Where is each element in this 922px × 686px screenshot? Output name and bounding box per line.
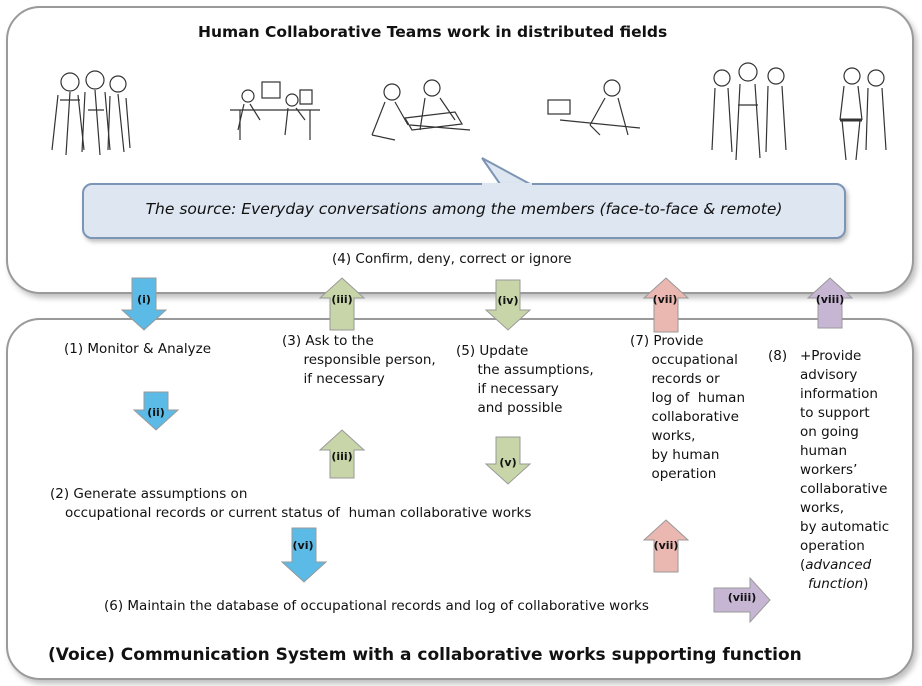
people-sketch-phone-icon — [547, 79, 641, 136]
arrow-label-vii-bottom: (vii) — [653, 539, 679, 552]
step-8-line: collaborative — [800, 481, 888, 497]
people-sketch-group-1-icon — [51, 70, 131, 156]
step-8-line: human — [800, 443, 848, 459]
people-sketch-meeting-icon — [371, 79, 471, 141]
footer-title: (Voice) Communication System with a coll… — [48, 645, 802, 665]
step-6-text: (6) Maintain the database of occupationa… — [104, 598, 649, 614]
people-illustrations — [51, 62, 887, 161]
arrow-label-v: (v) — [499, 456, 517, 469]
arrow-label-vii-top: (vii) — [652, 293, 678, 306]
arrow-label-viii-top: (viii) — [815, 293, 845, 306]
step-5-text: (5) Update the assumptions, if necessary… — [456, 343, 594, 416]
step-7-text: (7) Provide occupational records or log … — [630, 333, 746, 482]
arrow-label-i: (i) — [137, 293, 151, 306]
top-panel — [6, 6, 914, 294]
arrow-vii-bottom — [642, 519, 690, 573]
step-8-function: function) — [808, 576, 869, 592]
step-8-line: workers’ — [800, 462, 858, 478]
arrow-iii-top — [318, 277, 366, 331]
step-8-line: operation — [800, 538, 865, 554]
arrow-ii — [132, 391, 180, 431]
arrow-iii-bottom — [318, 429, 366, 479]
arrow-vi — [280, 527, 328, 583]
arrow-label-iii-top: (iii) — [331, 293, 353, 306]
arrow-vii-top — [642, 277, 690, 333]
people-sketch-pair-icon — [839, 67, 887, 161]
speech-tail-cover — [482, 183, 532, 187]
arrow-label-iv: (iv) — [497, 294, 519, 307]
header-title: Human Collaborative Teams work in distri… — [198, 23, 668, 41]
step-8-line: on going — [800, 424, 859, 440]
arrow-viii-top — [806, 277, 854, 329]
step-8-advanced: (advanced — [800, 557, 872, 573]
people-sketch-group-2-icon — [711, 62, 787, 161]
step-3-text: (3) Ask to the responsible person, if ne… — [282, 333, 436, 387]
step-2-line-1: (2) Generate assumptions on — [50, 486, 248, 502]
arrow-label-ii: (ii) — [147, 406, 165, 419]
people-sketch-office-icon — [230, 81, 320, 140]
arrow-label-iii-bottom: (iii) — [331, 450, 353, 463]
step-8-line: +Provide — [800, 348, 862, 364]
bottom-panel — [6, 318, 914, 680]
arrow-label-viii-bottom: (viii) — [727, 591, 757, 604]
step-8-line: advisory — [800, 367, 858, 383]
step-8-line: information — [800, 386, 878, 402]
arrow-label-vi: (vi) — [292, 539, 314, 552]
step-1-text: (1) Monitor & Analyze — [64, 341, 212, 357]
arrow-v — [484, 436, 532, 485]
arrow-i — [120, 277, 168, 331]
step-4-confirm: (4) Confirm, deny, correct or ignore — [332, 251, 572, 267]
step-8-number: (8) — [768, 348, 788, 364]
speech-bubble: The source: Everyday conversations among… — [82, 183, 846, 239]
step-8-text: +Provide advisory information to support on … — [800, 347, 910, 594]
step-2-line-2: occupational records or current status o… — [65, 505, 532, 521]
step-8-line: by automatic — [800, 519, 890, 535]
arrow-viii-bottom — [713, 576, 771, 624]
step-8-line: works, — [800, 500, 844, 516]
speech-text: The source: Everyday conversations among… — [145, 200, 783, 218]
arrow-iv — [484, 279, 532, 331]
step-8-line: to support — [800, 405, 870, 421]
